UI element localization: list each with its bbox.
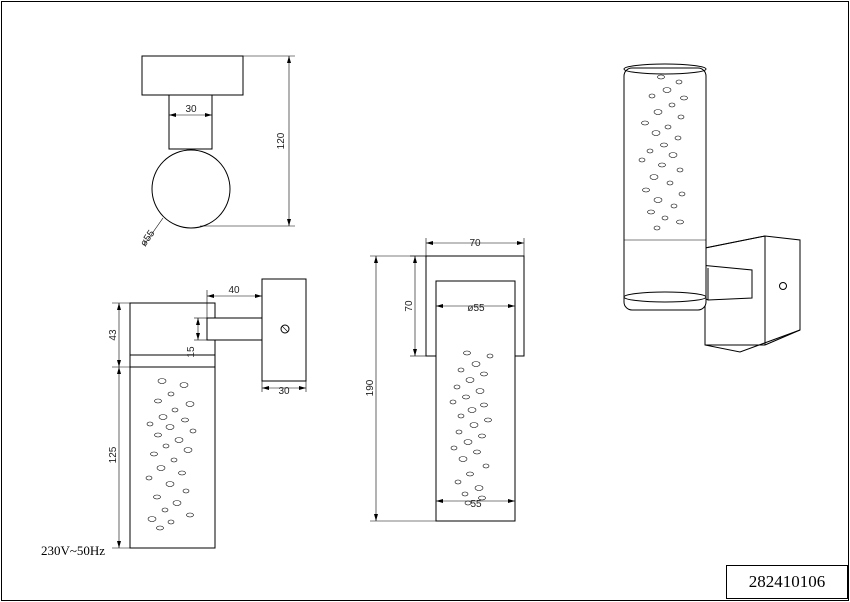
top-view-head-circle: [151, 149, 231, 229]
side-view-screw-icon: [280, 324, 290, 334]
front-view-total-height-label: 190: [365, 379, 376, 396]
front-view: 70 ø55 70 190 55: [365, 238, 525, 522]
side-view-arm: [206, 317, 264, 341]
top-view-mount-plate: [141, 55, 244, 96]
side-view-base: [261, 278, 307, 382]
perspective-bubbles: [638, 74, 688, 231]
part-number: 282410106: [748, 572, 826, 591]
perspective-screw-icon: [779, 282, 787, 290]
front-view-plate-height-label: 70: [404, 300, 415, 312]
side-view: 40 30 15 43 125: [108, 278, 307, 549]
side-view-lower-height-label: 125: [108, 446, 119, 463]
front-view-diameter-label: ø55: [467, 303, 485, 314]
top-view: 120 30 ø55: [139, 55, 295, 249]
part-number-box: 282410106: [726, 565, 848, 599]
front-view-tube: [435, 280, 516, 522]
top-view-diameter-label: ø55: [139, 228, 158, 249]
front-view-bottom-label: 55: [470, 499, 482, 510]
side-view-bubbles: [145, 378, 197, 531]
top-view-stem: [168, 94, 213, 150]
front-view-width-label: 70: [469, 238, 481, 249]
top-view-diameter-leader: [143, 217, 164, 246]
side-view-arm-label: 40: [228, 285, 240, 296]
perspective-view: [623, 63, 801, 353]
voltage-label: 230V~50Hz: [41, 543, 106, 558]
side-view-body: [129, 302, 216, 549]
front-view-bubbles: [449, 350, 494, 506]
perspective-tube: [623, 67, 707, 311]
top-view-stem-label: 30: [185, 104, 197, 115]
top-view-height-label: 120: [276, 132, 287, 149]
side-view-upper-height-label: 43: [108, 329, 119, 341]
side-view-base-label: 30: [278, 386, 290, 397]
side-view-arm-height-label: 15: [186, 346, 197, 358]
